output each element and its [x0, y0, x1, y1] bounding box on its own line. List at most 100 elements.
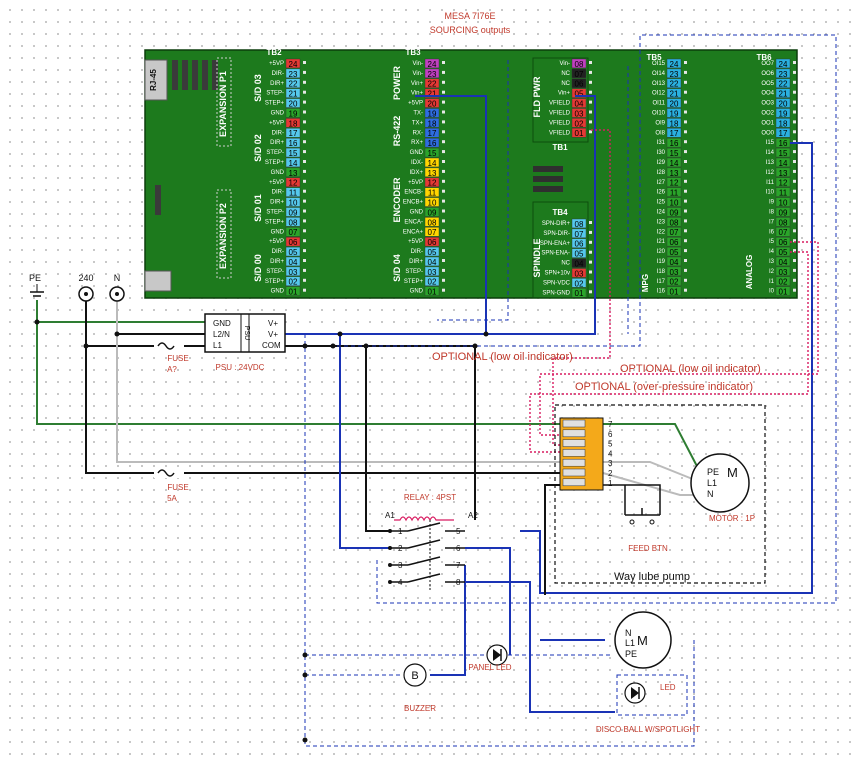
pins-tb6-cell-5: [775, 108, 791, 118]
pins-tb4-cell-2: [571, 238, 587, 248]
pins-tb6-name-9: I14: [766, 150, 775, 156]
pins-tb5-screw-2: [684, 80, 687, 84]
pins-tb5-screw-15: [684, 209, 687, 213]
disco-pe: PE: [625, 649, 637, 659]
pins-tb6-name-13: I10: [766, 190, 775, 196]
disco-motor-icon: [614, 611, 672, 669]
pins-tb3-cell-4: [424, 98, 440, 108]
pins-tb5-num-17: 07: [670, 228, 679, 237]
pins-tb5-cell-11: [666, 167, 682, 177]
pins-tb4-screw-2: [589, 240, 592, 244]
pins-tb3-name-18: +5VP: [408, 239, 423, 245]
pins-tb6-cell-3: [775, 88, 791, 98]
pins-tb1-screw-7: [589, 130, 592, 134]
pins-tb2-screw-19: [303, 249, 306, 253]
pins-tb2-cell-20: [285, 256, 301, 267]
pins-tb2-name-23: GND: [271, 289, 285, 295]
rj45-label: RJ-45: [149, 69, 158, 91]
pins-tb1-name-4: VFIELD: [549, 101, 571, 107]
pins-tb2-name-11: GND: [271, 170, 285, 176]
tb3-group-encoder: ENCODER: [392, 177, 402, 223]
pins-tb2-name-14: DIR+: [270, 200, 284, 206]
pins-tb2-screw-16: [303, 219, 306, 223]
pins-tb2-num-11: 13: [289, 169, 298, 178]
pins-tb6-name-5: OO2: [761, 111, 774, 117]
pins-tb3-num-9: 15: [428, 149, 437, 158]
pins-tb2-name-17: GND: [271, 229, 285, 235]
pins-tb3-name-4: +5VP: [408, 101, 423, 107]
pins-tb5-screw-19: [684, 249, 687, 253]
pins-tb4-name-0: SPN-DIR+: [542, 221, 571, 227]
pins-tb5-num-1: 23: [670, 70, 679, 79]
pins-tb2-num-16: 08: [289, 218, 298, 227]
tb2-group-sd01: S/D 01: [253, 194, 263, 222]
pins-tb2-name-2: DIR+: [270, 81, 284, 87]
pins-tb3-screw-3: [442, 90, 445, 94]
pins-tb5-num-19: 05: [670, 248, 679, 257]
pins-tb6-cell-4: [775, 98, 791, 108]
pins-tb6-num-14: 10: [779, 199, 788, 208]
pins-tb3-screw-12: [442, 179, 445, 183]
pins-tb3-cell-23: [424, 286, 440, 296]
pins-tb6-screw-19: [793, 249, 796, 253]
pins-tb3-name-6: TX+: [412, 120, 424, 126]
pins-tb4-cell-0: [571, 218, 587, 229]
pins-tb5-name-5: OI10: [652, 111, 666, 117]
fuse-1: FUSE A?: [154, 341, 189, 374]
pins-tb4-num-3: 05: [575, 250, 584, 259]
pins-tb2-cell-14: [285, 197, 301, 207]
pins-tb5-num-0: 24: [670, 60, 679, 69]
pins-tb3-num-11: 13: [428, 169, 437, 178]
pins-tb5-num-21: 03: [670, 268, 679, 277]
power-sources: PE 240 N: [29, 273, 125, 349]
pins-tb2-cell-2: [285, 78, 301, 88]
disco-m: M: [637, 633, 648, 648]
pins-tb3-cell-11: [424, 167, 440, 177]
lube-terminal-6: [562, 429, 586, 438]
pins-tb5-name-1: OI14: [652, 71, 666, 77]
pins-tb3-num-4: 20: [428, 100, 437, 109]
buzzer-icon: [403, 663, 427, 687]
relay-a1: A1: [385, 511, 395, 520]
relay-contacts: 15263748: [388, 522, 465, 587]
pins-tb2-cell-6: [285, 118, 301, 128]
optional-label-2: OPTIONAL (low oil indicator): [620, 363, 761, 375]
pins-tb5-screw-5: [684, 110, 687, 114]
disco-led-label: LED: [660, 683, 676, 692]
lube-motor-icon: [690, 453, 750, 513]
pins-tb4-cell-1: [571, 228, 587, 238]
pins-tb6-screw-23: [793, 288, 796, 292]
pins-tb2-name-10: STEP+: [265, 160, 285, 166]
pins-tb2-name-7: DIR-: [272, 130, 284, 136]
pins-tb3-num-17: 07: [428, 228, 437, 237]
pins-tb1-cell-7: [571, 128, 587, 138]
wire-vplus-tb1: [486, 95, 596, 335]
pins-tb5-name-4: OI11: [652, 101, 665, 107]
pins-tb2-name-1: DIR-: [272, 71, 284, 77]
pins-tb2-cell-11: [285, 167, 301, 177]
pins-tb2-name-20: DIR+: [270, 259, 284, 265]
pins-tb6-cell-23: [775, 286, 791, 296]
pins-tb6-cell-10: [775, 157, 791, 168]
pe-label: PE: [29, 273, 41, 283]
pins-tb6-num-8: 16: [779, 139, 788, 148]
pins-tb2-cell-5: [285, 108, 301, 118]
pins-tb6-num-2: 22: [779, 80, 788, 89]
pins-tb3-screw-15: [442, 209, 445, 213]
pins-tb6-name-16: I7: [769, 219, 775, 225]
pins-tb5-cell-4: [666, 98, 682, 108]
pins-tb5-name-10: I29: [657, 160, 666, 166]
pins-tb4-name-3: SPN-ENA-: [541, 251, 570, 257]
pins-tb1-screw-6: [589, 120, 592, 124]
pins-tb5-num-13: 11: [670, 189, 679, 198]
tb2-group-sd02: S/D 02: [253, 134, 263, 162]
pins-tb6-cell-2: [775, 78, 791, 88]
pins-tb3-name-5: TX-: [413, 111, 423, 117]
pins-tb2-cell-7: [285, 128, 301, 138]
pins-tb6-num-21: 03: [779, 268, 788, 277]
